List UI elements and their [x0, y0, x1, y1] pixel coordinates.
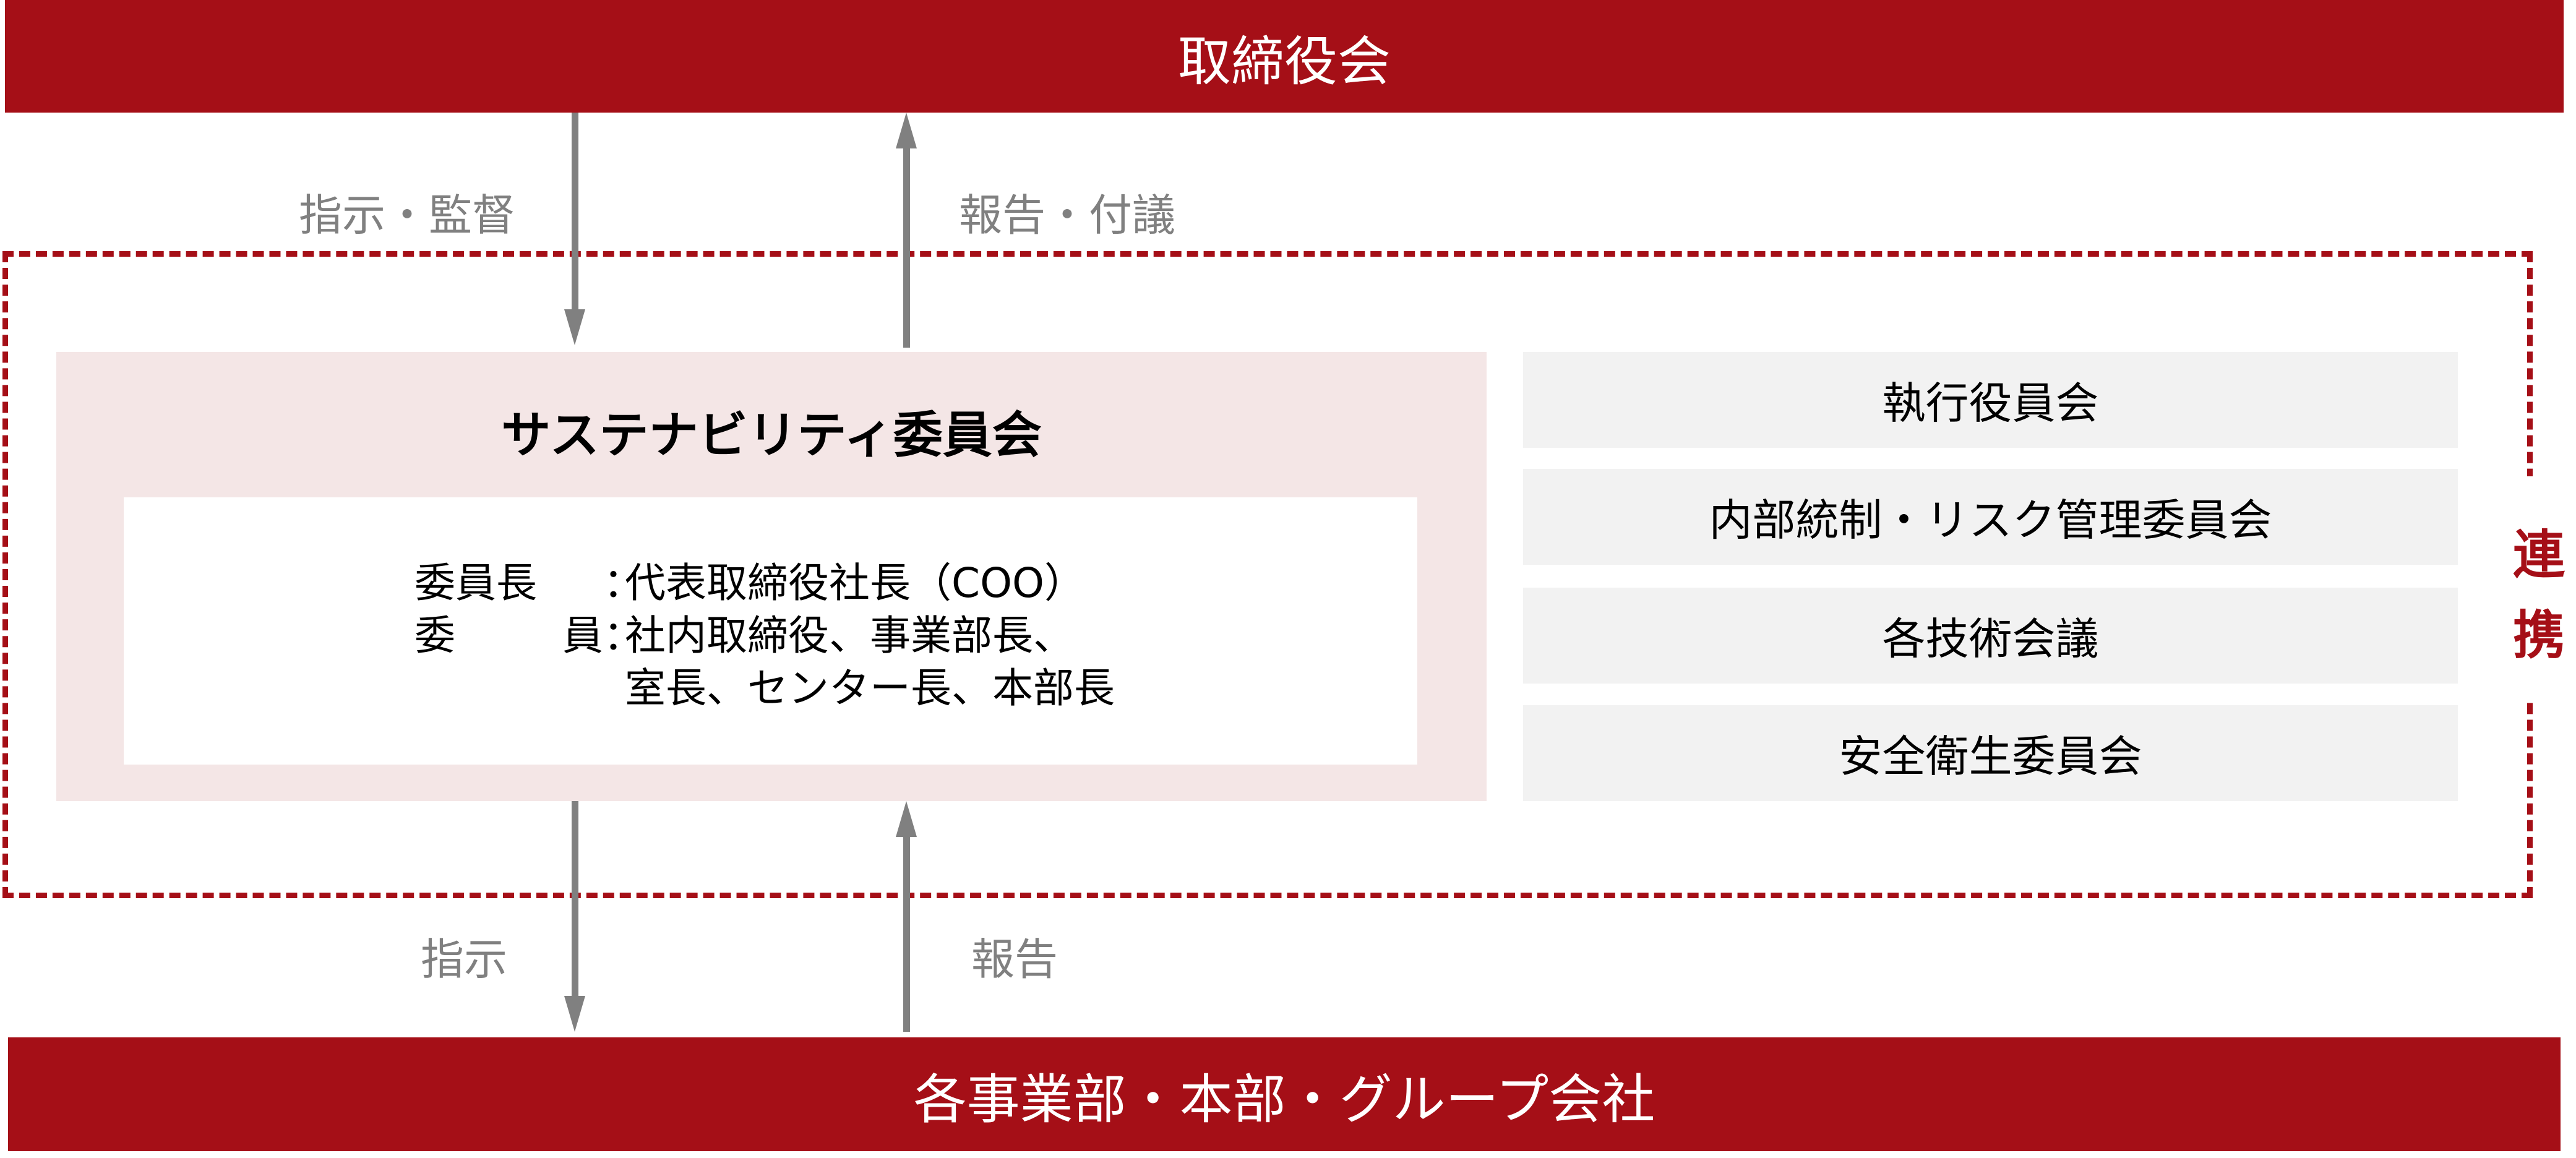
arrow-up-icon [896, 801, 917, 837]
linkage-label: 連 携 [2508, 515, 2570, 676]
board-of-directors-box: 取締役会 [5, 0, 2564, 113]
members-row: 委員 ： 社内取締役、事業部長、 [414, 603, 1074, 662]
arrow-down-icon [564, 996, 585, 1032]
related-body-label: 内部統制・リスク管理委員会 [1709, 495, 2272, 546]
arrow-up-icon [896, 113, 917, 148]
chair-value: 代表取締役社長（COO） [625, 559, 1085, 607]
members-value-line1: 社内取締役、事業部長、 [625, 612, 1074, 659]
technical-meetings-box: 各技術会議 [1523, 588, 2458, 684]
arrow-down-icon [564, 309, 585, 345]
related-body-label: 各技術会議 [1882, 614, 2099, 664]
internal-control-risk-committee-box: 内部統制・リスク管理委員会 [1523, 469, 2458, 565]
bottom-directive-arrow-shaft [572, 801, 578, 999]
committee-members-panel: 委員長 ： 代表取締役社長（COO） 委員 ： 社内取締役、事業部長、 室長、セ… [124, 497, 1417, 765]
report-arrow-shaft [903, 145, 910, 348]
related-body-label: 執行役員会 [1882, 378, 2099, 429]
chair-row: 委員長 ： 代表取締役社長（COO） [414, 550, 1085, 609]
related-body-label: 安全衛生委員会 [1839, 731, 2142, 782]
directive-arrow-shaft [572, 113, 578, 314]
safety-health-committee-box: 安全衛生委員会 [1523, 705, 2458, 801]
executive-officers-meeting-box: 執行役員会 [1523, 352, 2458, 448]
board-of-directors-label: 取締役会 [1178, 30, 1391, 93]
bottom-directive-label: 指示 [421, 934, 507, 985]
report-proposal-label: 報告・付議 [959, 190, 1175, 241]
members-value-line2: 室長、センター長、本部長 [625, 664, 1115, 712]
linkage-char-2: 携 [2512, 605, 2565, 666]
bottom-report-label: 報告 [971, 934, 1058, 985]
business-units-group-box: 各事業部・本部・グループ会社 [8, 1037, 2561, 1151]
sustainability-committee-box: サステナビリティ委員会 委員長 ： 代表取締役社長（COO） 委員 ： 社内取締… [56, 352, 1487, 801]
directive-supervision-label: 指示・監督 [299, 190, 515, 241]
members-row-continued: 室長、センター長、本部長 [625, 655, 1115, 714]
dashed-boundary-gap [2518, 476, 2555, 699]
linkage-char-1: 連 [2512, 525, 2565, 585]
business-units-group-label: 各事業部・本部・グループ会社 [913, 1068, 1655, 1131]
chair-key: 委員長 [414, 559, 537, 607]
members-key: 委員 [414, 612, 603, 659]
bottom-report-arrow-shaft [903, 835, 910, 1032]
committee-title: サステナビリティ委員会 [501, 406, 1042, 464]
